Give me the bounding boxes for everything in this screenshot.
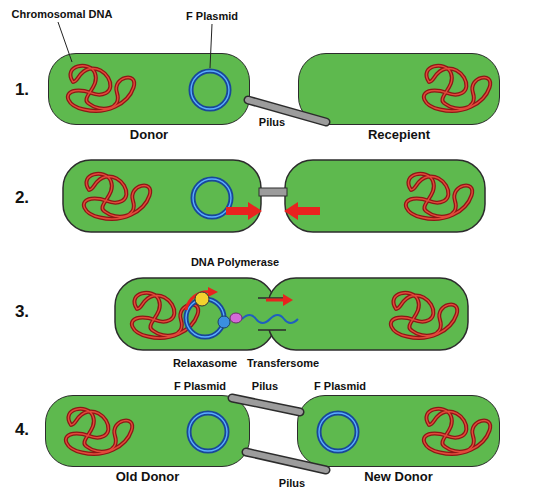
conjugation-bridge — [258, 298, 286, 330]
chromosome — [84, 174, 150, 219]
pilus — [232, 398, 300, 412]
cell-label: New Donor — [278, 469, 519, 484]
pilus — [248, 100, 326, 122]
pilus — [246, 452, 326, 470]
dna-polymerase — [195, 292, 209, 306]
part-label: Pilus — [279, 477, 305, 490]
single-strand-dna — [242, 315, 298, 323]
leader-line — [210, 24, 212, 68]
rotation-arrow — [186, 292, 210, 310]
f-plasmid — [193, 179, 231, 217]
part-label: Pilus — [252, 380, 278, 393]
cell-label: Recepient — [279, 127, 519, 142]
retraction-arrow — [284, 202, 320, 220]
step-number: 3. — [15, 302, 29, 322]
f-plasmid — [319, 413, 357, 451]
part-label: F Plasmid — [174, 380, 226, 393]
rotation-arrowhead — [208, 287, 218, 297]
bridge-edge — [258, 297, 286, 299]
bridge-edge — [258, 329, 286, 331]
donor-cell — [115, 278, 275, 350]
part-label: F Plasmid — [314, 380, 366, 393]
transfer-arrow — [266, 299, 284, 302]
part-label: Transfersome — [247, 357, 319, 370]
pilus — [248, 100, 326, 122]
relaxasome — [218, 316, 230, 328]
pilus — [232, 398, 300, 412]
chromosome — [391, 293, 457, 338]
bacterial-cells — [63, 160, 485, 350]
chromosome — [66, 409, 132, 454]
part-label: Chromosomal DNA — [12, 8, 113, 21]
pilus — [259, 188, 287, 196]
chromosome — [132, 293, 198, 338]
recipient-cell — [285, 160, 485, 232]
chromosome — [406, 174, 472, 219]
chromosome — [68, 66, 134, 111]
donor-cell: Donor — [48, 53, 250, 125]
recipient-cell — [268, 278, 468, 350]
step-number: 2. — [15, 188, 29, 208]
transfersome — [230, 313, 242, 323]
part-label: Pilus — [259, 116, 285, 129]
retraction-arrow — [226, 202, 262, 220]
cell-label: Donor — [29, 127, 269, 142]
f-plasmid — [189, 413, 227, 451]
old-donor-cell: Old Donor — [45, 395, 250, 467]
new-donor-cell: New Donor — [297, 395, 500, 467]
recipient-cell: Recepient — [298, 53, 500, 125]
cell-label: Old Donor — [26, 469, 269, 484]
f-plasmid — [191, 71, 229, 109]
pilus — [246, 452, 326, 470]
chromosome — [424, 409, 490, 454]
part-label: DNA Polymerase — [191, 256, 279, 269]
chromosome — [424, 66, 490, 111]
donor-cell — [63, 160, 261, 232]
part-label: F Plasmid — [186, 10, 238, 23]
step-number: 1. — [15, 80, 29, 100]
part-label: Relaxasome — [173, 357, 237, 370]
transfer-arrowhead — [283, 294, 293, 306]
f-plasmid — [186, 299, 224, 337]
leader-line — [58, 22, 72, 62]
step-number: 4. — [15, 420, 29, 440]
